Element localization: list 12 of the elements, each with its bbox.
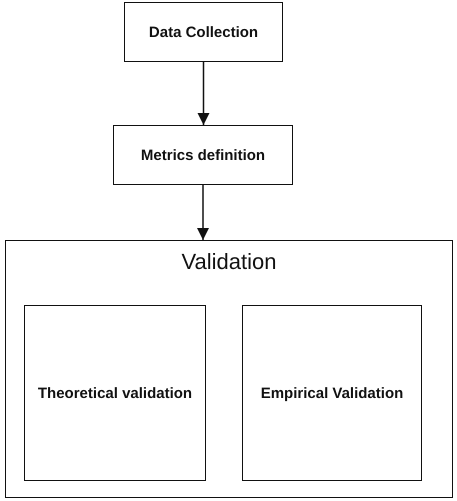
process-box bbox=[242, 305, 422, 481]
group-box bbox=[5, 240, 453, 498]
box-label: Theoretical validation bbox=[38, 384, 192, 402]
process-box bbox=[113, 125, 293, 185]
group-title: Validation bbox=[182, 249, 276, 275]
box-label: Empirical Validation bbox=[260, 384, 404, 402]
process-box bbox=[124, 2, 283, 62]
box-label: Data Collection bbox=[148, 24, 258, 40]
process-box bbox=[24, 305, 206, 481]
arrow bbox=[198, 62, 210, 125]
arrow bbox=[197, 185, 209, 240]
box-label: Metrics definition bbox=[140, 146, 266, 164]
